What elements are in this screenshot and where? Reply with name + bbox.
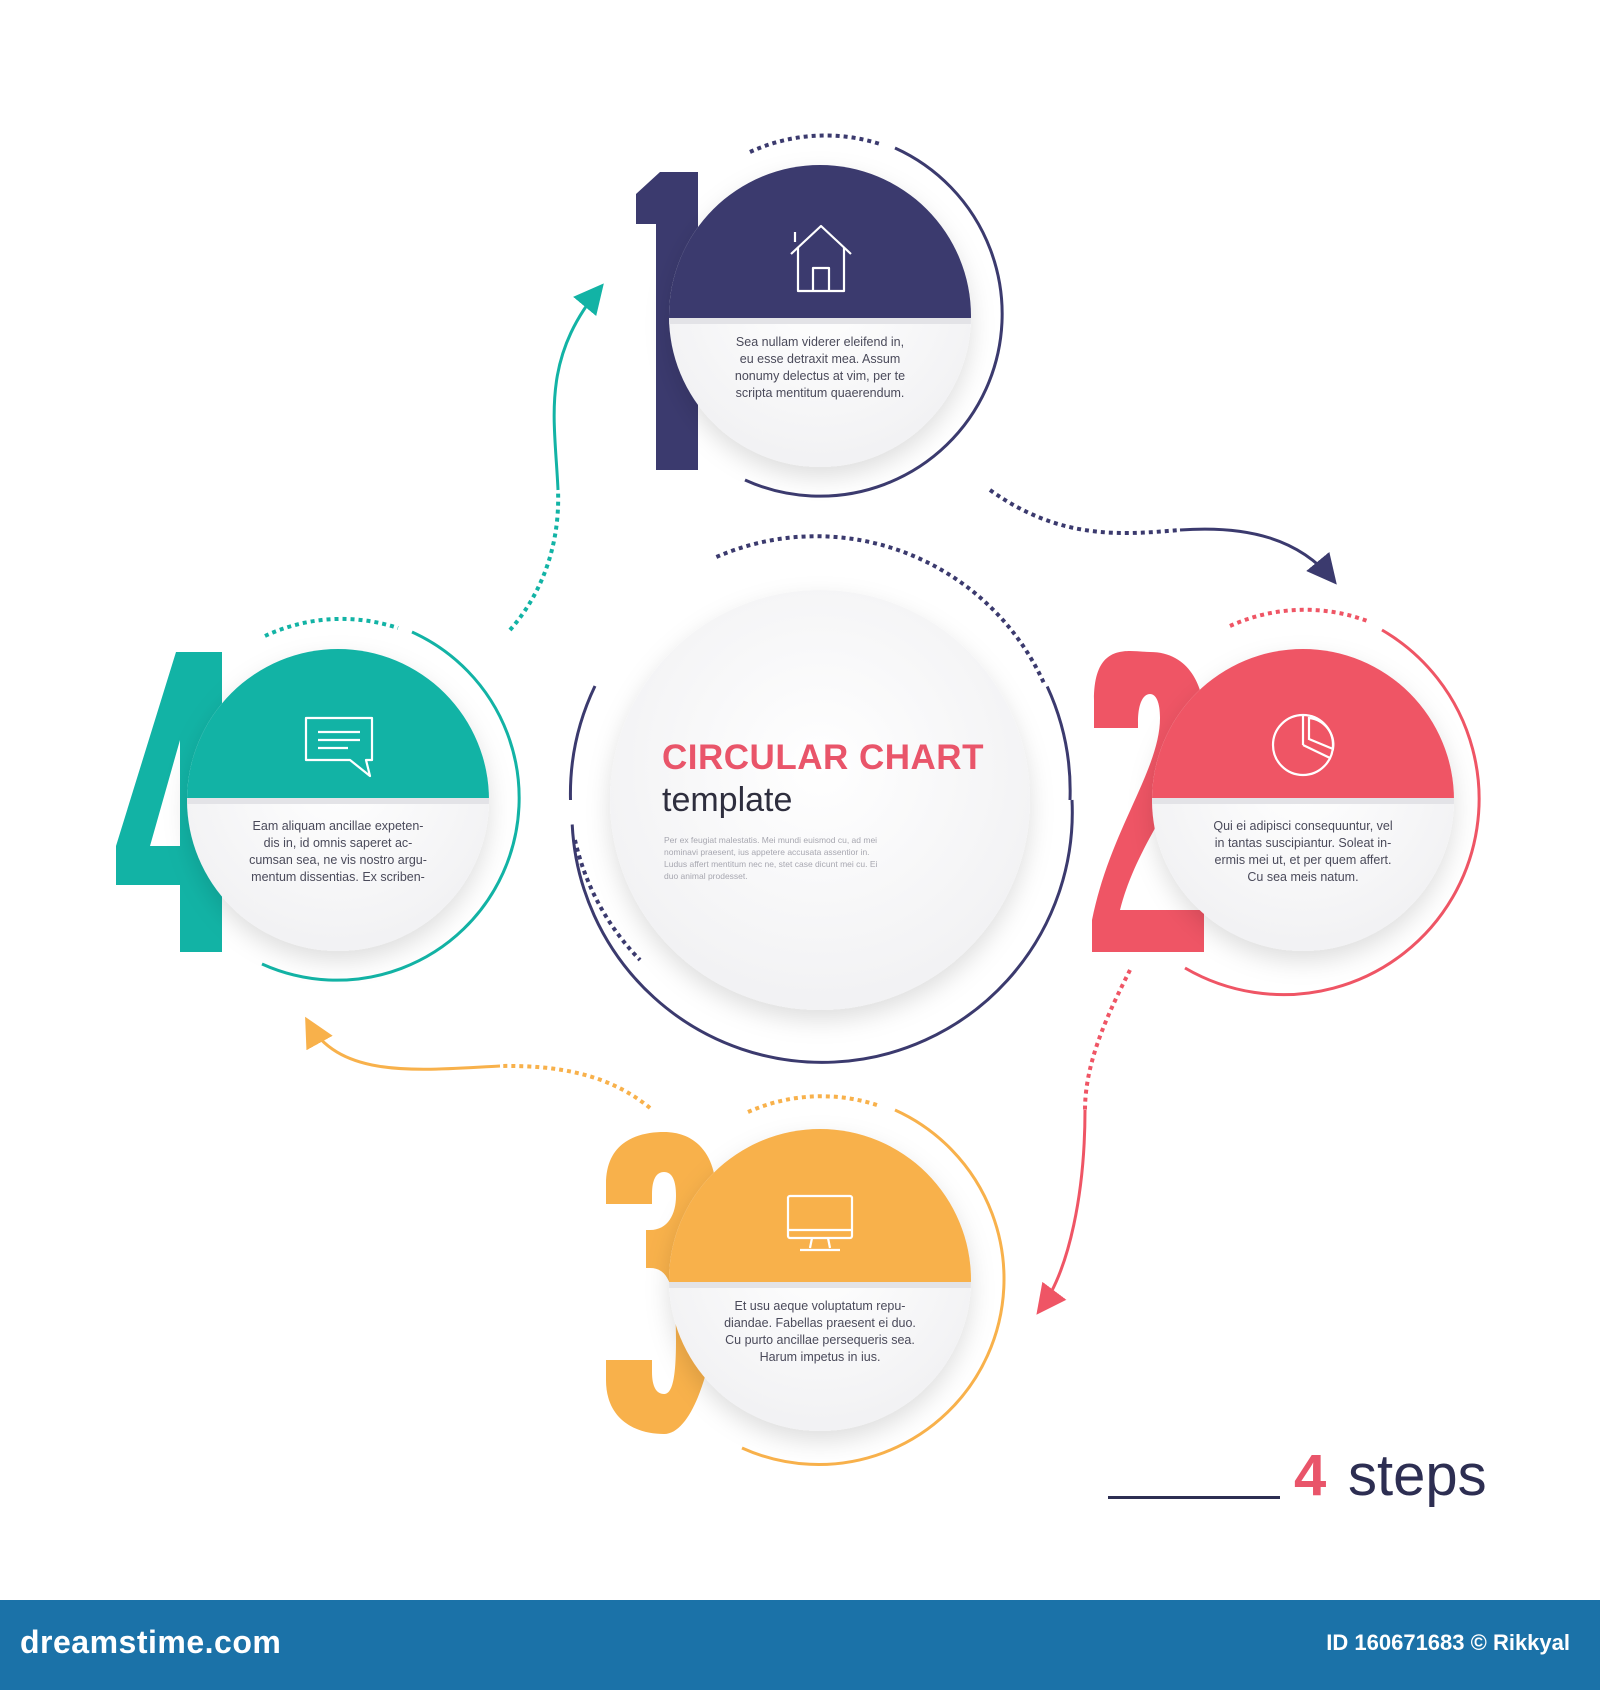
legend-step-count: 4 <box>1294 1443 1327 1508</box>
step-1 <box>636 133 1004 498</box>
step-2-description: Qui ei adipisci consequuntur, vel in tan… <box>1213 819 1393 884</box>
step-3 <box>606 1094 1006 1467</box>
center-disc <box>610 590 1030 1010</box>
center-title: CIRCULAR CHART <box>662 738 984 777</box>
monitor-icon <box>786 1194 854 1252</box>
step-1-number <box>636 172 698 470</box>
center-subtitle: template <box>662 781 793 819</box>
step-1-description: Sea nullam viderer eleifend in, eu esse … <box>734 335 906 400</box>
center-ring <box>568 534 1074 1064</box>
connector-2-to-3 <box>1036 969 1132 1315</box>
step-3-description: Et usu aeque voluptatum repu- diandae. F… <box>724 1299 916 1364</box>
connector-1-to-2 <box>988 488 1337 585</box>
footer-image-id: ID 160671683 © Rikkyal <box>1326 1630 1570 1655</box>
chat-icon <box>304 716 374 778</box>
legend-rule <box>1108 1496 1280 1499</box>
step-4-description: Eam aliquam ancillae expeten- dis in, id… <box>249 819 427 884</box>
step-4 <box>116 616 521 982</box>
footer-logo: dreamstime.com <box>20 1624 282 1660</box>
pie-chart-icon <box>1271 713 1335 777</box>
home-icon <box>790 224 852 293</box>
steps-legend: 4 steps <box>1108 1440 1508 1510</box>
watermark-footer: dreamstime.com ID 160671683 © Rikkyal <box>0 1600 1600 1690</box>
step-4-number <box>116 652 222 952</box>
connector-3-to-4 <box>305 1016 652 1110</box>
step-2 <box>1092 607 1481 997</box>
legend-word: steps <box>1348 1443 1487 1508</box>
connector-4-to-1 <box>508 283 604 632</box>
center-body-text: Per ex feugiat malestatis. Mei mundi eui… <box>664 835 878 881</box>
